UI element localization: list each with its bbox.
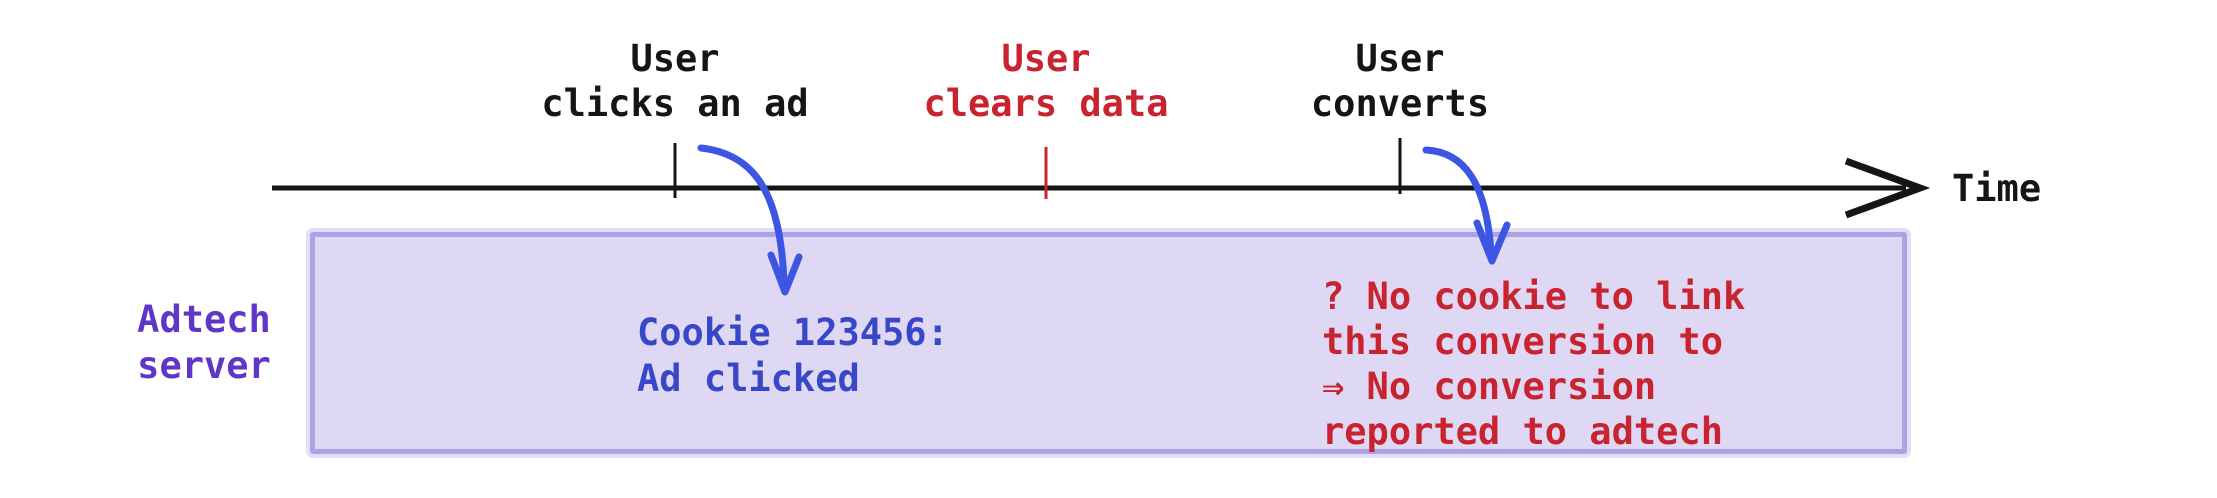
event-label-line: clears data <box>923 82 1169 125</box>
cookie-logged-note-line: Cookie 123456: <box>637 311 949 354</box>
click-report-arrow <box>697 144 788 288</box>
adtech-server-box <box>310 232 1907 454</box>
adtech-server-label: Adtech server <box>137 297 271 389</box>
time-axis-label: Time <box>1952 167 2042 210</box>
event-label-line: clicks an ad <box>541 82 809 125</box>
event-label-line: User <box>1355 37 1445 80</box>
conversion-report-arrow <box>1422 146 1495 256</box>
adtech-server-label-line: Adtech <box>137 298 271 341</box>
no-cookie-warning-line: ⇒ No conversion <box>1322 365 1657 408</box>
event-label-user-clears-data: User clears data <box>923 36 1168 126</box>
no-cookie-warning-line: reported to adtech <box>1322 410 1723 453</box>
no-cookie-warning-line: ? No cookie to link <box>1322 275 1746 318</box>
event-label-line: converts <box>1310 82 1490 125</box>
time-axis-arrowhead-icon <box>1844 157 1931 219</box>
no-cookie-warning-note: ? No cookie to link this conversion to ⇒… <box>1322 274 1745 454</box>
no-cookie-warning-line: this conversion to <box>1322 320 1723 363</box>
cookie-logged-note: Cookie 123456: Ad clicked <box>637 310 949 402</box>
event-label-user-converts: User converts <box>1311 36 1489 126</box>
cookie-logged-note-line: Ad clicked <box>637 357 860 400</box>
conversion-report-arrowhead-icon <box>1473 219 1511 265</box>
event-label-line: User <box>630 37 720 80</box>
click-report-arrowhead-icon <box>767 251 803 296</box>
event-label-user-clicks-ad: User clicks an ad <box>541 36 808 126</box>
event-label-line: User <box>1001 37 1091 80</box>
adtech-server-label-line: server <box>137 344 271 387</box>
